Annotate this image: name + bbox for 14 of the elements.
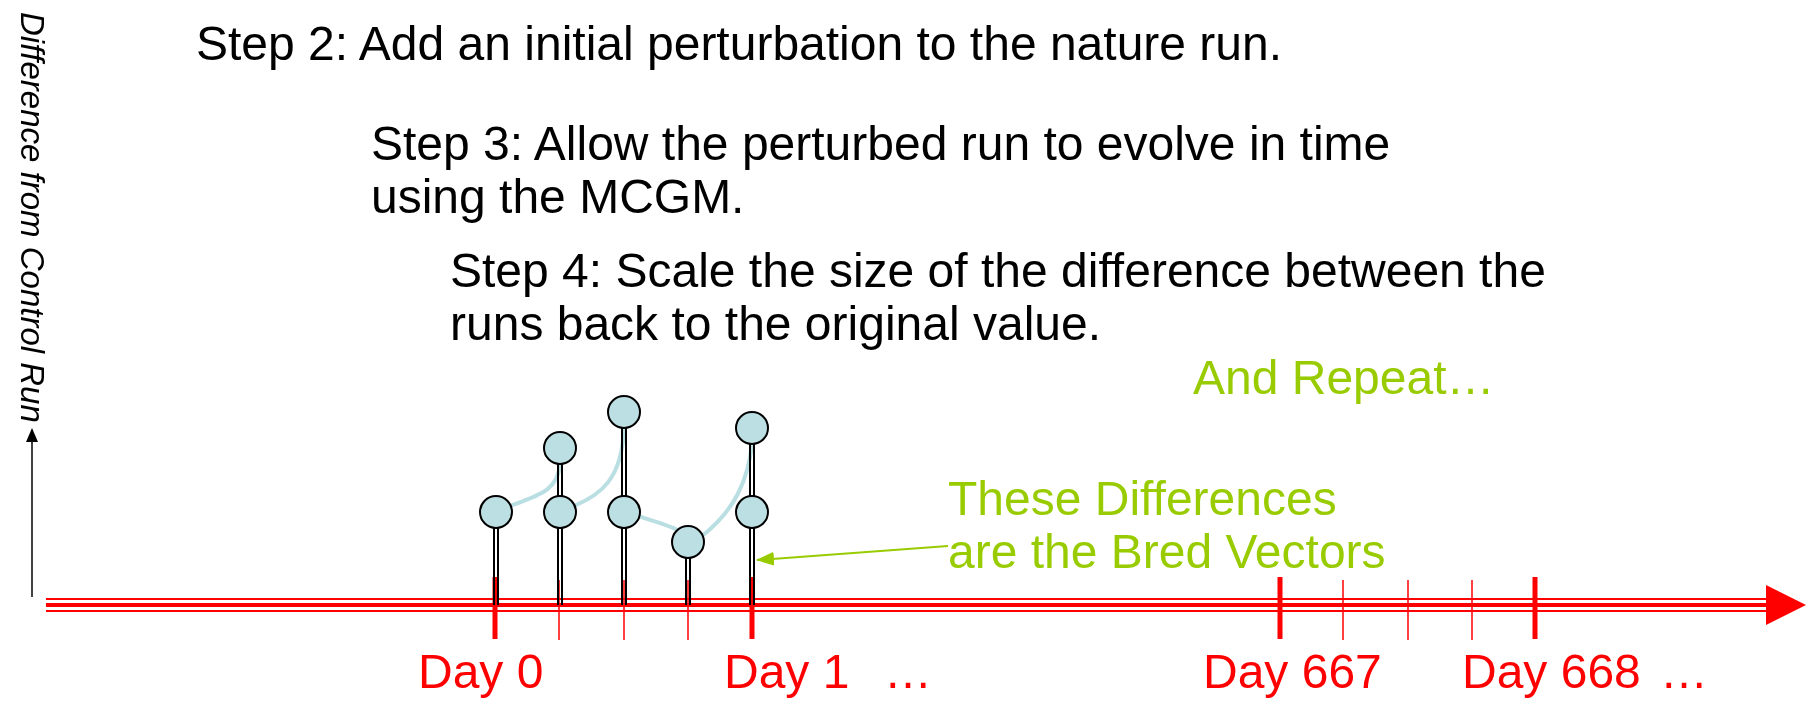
- lollipop-stem: [735, 411, 769, 606]
- step-text: Step 4: Scale the size of the difference between the runs back to the original value.: [450, 244, 1546, 350]
- ellipsis: …: [884, 645, 932, 698]
- repeat-note: And Repeat…: [1193, 351, 1495, 404]
- step-text: Step 3: Allow the perturbed run to evolve in time using the MCGM.: [371, 117, 1391, 223]
- day-label: Day 667: [1203, 645, 1382, 698]
- day-label: Day 668: [1462, 645, 1641, 698]
- axis-label: Difference from Control Run: [13, 12, 51, 423]
- ellipsis: …: [1660, 645, 1708, 698]
- annotation-text: These Differences are the Bred Vectors: [948, 472, 1387, 578]
- day-label: Day 0: [418, 645, 544, 698]
- step-text: Step 2: Add an initial perturbation to the nature run.: [196, 17, 1283, 70]
- day-label: Day 1: [724, 645, 850, 698]
- leader-line: [756, 545, 949, 566]
